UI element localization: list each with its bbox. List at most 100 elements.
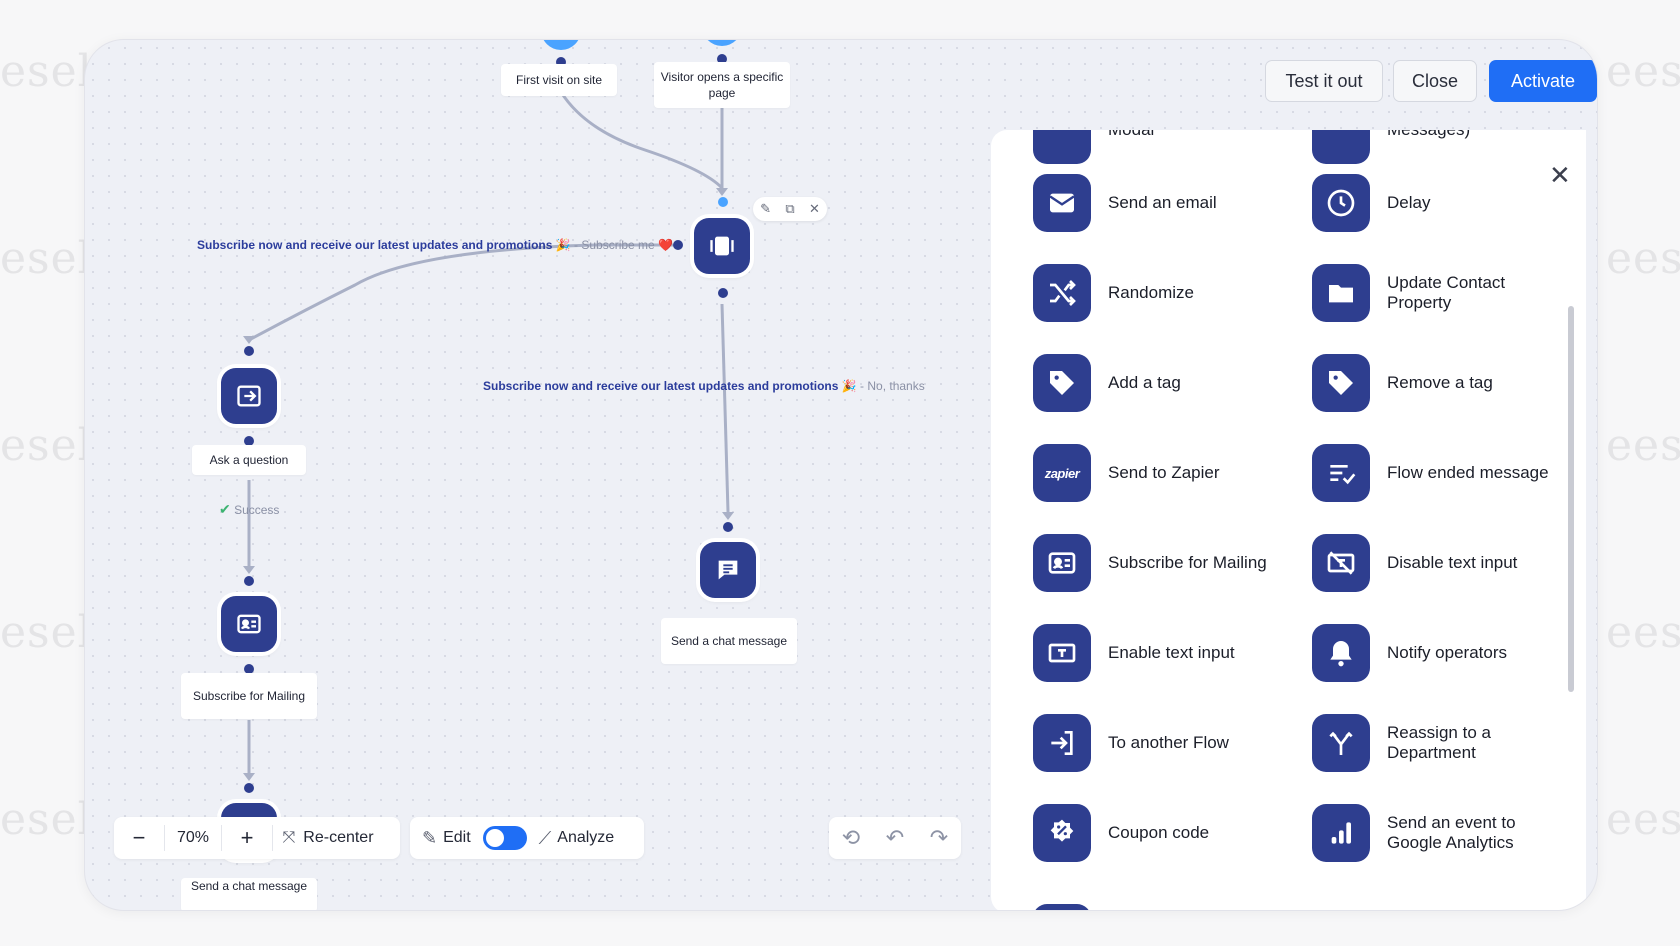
zoom-controls: − 70% + ⤧ Re-center xyxy=(114,817,400,859)
arrow-head xyxy=(243,773,255,781)
enter-icon xyxy=(1033,714,1091,772)
action-google-analytics[interactable]: Send an event to Google Analytics xyxy=(1312,804,1557,862)
action-flow-ended-message[interactable]: Flow ended message xyxy=(1312,444,1557,502)
action-send-to-zapier[interactable]: zapier Send to Zapier xyxy=(1033,444,1278,502)
undo-all-icon[interactable]: ⟲ xyxy=(841,825,861,850)
connector-dot[interactable] xyxy=(673,240,683,250)
trigger-node-top[interactable] xyxy=(541,40,581,50)
contact-card-icon xyxy=(237,614,261,634)
toggle-knob xyxy=(485,829,504,847)
watermark-text: esel xyxy=(0,794,93,845)
recenter-icon: ⤧ xyxy=(282,829,296,846)
watermark-text: esel xyxy=(0,46,93,97)
test-it-out-button[interactable]: Test it out xyxy=(1265,60,1383,102)
modal-node[interactable] xyxy=(694,218,750,274)
action-label: Update Contact Property xyxy=(1387,273,1506,312)
activate-button[interactable]: Activate xyxy=(1489,60,1597,102)
subscribe-mailing-node[interactable] xyxy=(221,596,277,652)
action-subscribe-mailing[interactable]: Subscribe for Mailing xyxy=(1033,534,1278,592)
close-icon[interactable]: ✕ xyxy=(808,201,820,216)
analyze-mode-button[interactable]: ⟋ Analyze xyxy=(539,817,615,859)
close-button[interactable]: Close xyxy=(1393,60,1477,102)
tag-icon xyxy=(1033,354,1091,412)
connector-dot[interactable] xyxy=(723,522,733,532)
edge-to-send-chat xyxy=(720,303,730,513)
shuffle-icon xyxy=(1033,264,1091,322)
contact-card-icon xyxy=(1033,534,1091,592)
connector-dot[interactable] xyxy=(718,197,728,207)
ask-question-node[interactable] xyxy=(221,368,277,424)
divider xyxy=(272,825,273,851)
connector-dot[interactable] xyxy=(244,436,254,446)
action-delay[interactable]: Delay xyxy=(1312,174,1557,232)
action-reassign-department[interactable]: Reassign to a Department xyxy=(1312,714,1557,772)
edge-first-visit xyxy=(559,91,724,190)
action-to-another-flow[interactable]: To another Flow xyxy=(1033,714,1278,772)
partial-action-label: Modal xyxy=(1108,130,1154,140)
partial-action-icon[interactable] xyxy=(1033,904,1091,910)
action-coupon-code[interactable]: Coupon code xyxy=(1033,804,1278,862)
partial-action-label: Messages) xyxy=(1387,130,1470,140)
trigger-node-top[interactable] xyxy=(702,40,742,46)
action-label: Delay xyxy=(1387,193,1431,212)
chat-icon xyxy=(718,560,738,580)
partial-action-icon[interactable] xyxy=(1312,130,1370,164)
edge-label-choice: - Subscribe me ❤️ xyxy=(570,238,673,252)
label-subscribe-mailing[interactable]: Subscribe for Mailing xyxy=(181,673,317,719)
label-first-visit[interactable]: First visit on site xyxy=(501,64,617,96)
action-label: To another Flow xyxy=(1108,733,1229,752)
label-send-chat[interactable]: Send a chat message xyxy=(661,618,797,664)
edit-mode-button[interactable]: ✎ Edit xyxy=(422,817,471,859)
pencil-icon: ✎ xyxy=(422,827,438,848)
send-chat-node[interactable] xyxy=(700,542,756,598)
connector-dot[interactable] xyxy=(244,664,254,674)
action-label: Send an email xyxy=(1108,193,1217,212)
edit-label: Edit xyxy=(443,829,471,846)
action-randomize[interactable]: Randomize xyxy=(1033,264,1278,322)
action-notify-operators[interactable]: Notify operators xyxy=(1312,624,1557,682)
action-disable-text-input[interactable]: Disable text input xyxy=(1312,534,1557,592)
arrow-head xyxy=(716,188,728,196)
action-send-email[interactable]: Send an email xyxy=(1033,174,1278,232)
label-ask-question[interactable]: Ask a question xyxy=(192,445,306,475)
connector-dot[interactable] xyxy=(556,57,566,67)
connector-dot[interactable] xyxy=(244,783,254,793)
edge-label-subscribe: Subscribe now and receive our latest upd… xyxy=(197,238,673,252)
tag-icon xyxy=(1312,354,1370,412)
partial-action-icon[interactable] xyxy=(1033,130,1091,164)
undo-icon[interactable]: ↶ xyxy=(885,825,905,850)
mode-controls: ✎ Edit ⟋ Analyze xyxy=(410,817,644,859)
connector-dot[interactable] xyxy=(718,288,728,298)
close-panel-icon[interactable]: ✕ xyxy=(1549,160,1571,190)
action-label: Disable text input xyxy=(1387,553,1518,572)
action-add-tag[interactable]: Add a tag xyxy=(1033,354,1278,412)
action-remove-tag[interactable]: Remove a tag xyxy=(1312,354,1557,412)
recenter-button[interactable]: ⤧ Re-center xyxy=(273,817,383,859)
history-controls: ⟲ ↶ ↷ xyxy=(829,817,961,859)
connector-dot[interactable] xyxy=(244,346,254,356)
panel-scrollbar[interactable] xyxy=(1568,306,1574,692)
zoom-out-button[interactable]: − xyxy=(132,825,146,850)
zoom-in-button[interactable]: + xyxy=(240,825,254,850)
connector-dot[interactable] xyxy=(244,576,254,586)
trend-icon: ⟋ xyxy=(538,827,552,848)
redo-icon[interactable]: ↷ xyxy=(929,825,949,850)
edge-label-text: Subscribe now and receive our latest upd… xyxy=(197,238,571,252)
action-update-contact-property[interactable]: Update Contact Property xyxy=(1312,264,1557,322)
folder-icon xyxy=(1312,264,1370,322)
arrow-head xyxy=(722,512,734,520)
action-enable-text-input[interactable]: Enable text input xyxy=(1033,624,1278,682)
pencil-icon[interactable]: ✎ xyxy=(760,201,772,216)
label-visitor-opens[interactable]: Visitor opens a specific page xyxy=(654,62,790,108)
connector-dot[interactable] xyxy=(717,54,727,64)
action-label: Send an event to Google Analytics xyxy=(1387,813,1516,852)
label-send-chat-bottom[interactable]: Send a chat message xyxy=(181,878,317,910)
bell-icon xyxy=(1312,624,1370,682)
coupon-icon xyxy=(1033,804,1091,862)
duplicate-icon[interactable]: ⧉ xyxy=(785,201,795,216)
zapier-icon: zapier xyxy=(1033,444,1091,502)
mode-toggle[interactable] xyxy=(482,826,527,850)
